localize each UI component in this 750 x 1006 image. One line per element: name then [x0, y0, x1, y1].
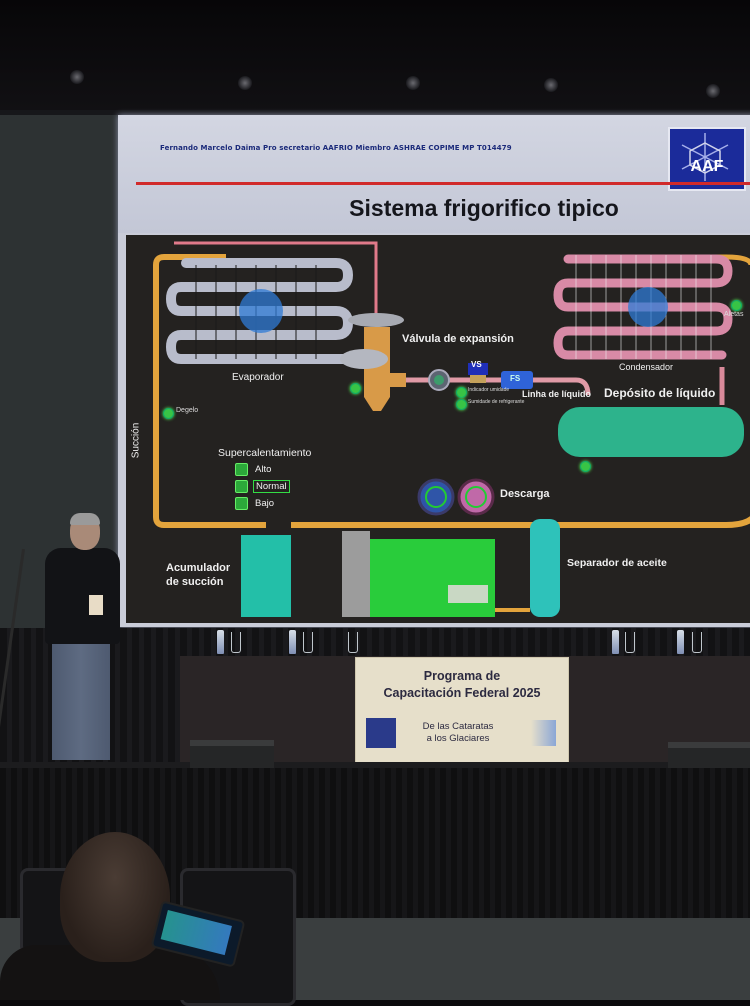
- condenser-inlet: [568, 254, 750, 266]
- label-condenser: Condensador: [619, 362, 674, 372]
- label-suction-accumulator: Acumulador de succión: [166, 561, 230, 589]
- valve-head: [348, 313, 404, 327]
- fs-filter: [501, 371, 533, 389]
- label-fs: FS: [510, 374, 521, 383]
- label-fins: Aletas: [724, 311, 744, 318]
- equalizer-line: [174, 241, 378, 315]
- superheat-low-indicator: [235, 497, 248, 510]
- accent-line: [136, 182, 750, 185]
- slide-title: Sistema frigorifico tipico: [349, 195, 619, 221]
- aaf-banner-logo: [366, 718, 396, 748]
- banner-subtitle: De las Cataratas a los Glaciares: [408, 721, 508, 745]
- indicator-dot: [731, 300, 742, 311]
- speaker-jeans: [52, 640, 110, 760]
- label-defrost: Degelo: [176, 407, 199, 414]
- banner-subtitle-line2: a los Glaciares: [426, 733, 490, 744]
- name-badge: [89, 595, 103, 615]
- water-bottle: [677, 630, 684, 654]
- projection-screen: Fernando Marcelo Daima Pro secretario AA…: [118, 115, 750, 627]
- wine-glass: [303, 632, 313, 653]
- liquid-line: [406, 377, 591, 396]
- water-bottle: [612, 630, 619, 654]
- label-accumulator-line1: Acumulador: [166, 562, 231, 574]
- refrigeration-diagram: Evaporador Válvula de expansión VS FS Li…: [126, 235, 750, 623]
- water-bottle: [217, 630, 224, 654]
- partner-logo: [506, 720, 556, 746]
- wine-glass: [231, 632, 241, 653]
- label-superheat-low: Bajo: [255, 498, 275, 509]
- banner-title: Programa de Capacitación Federal 2025: [356, 668, 568, 702]
- label-refrigerant-level: Sumidade de refrigerante: [468, 399, 525, 405]
- program-banner: Programa de Capacitación Federal 2025 De…: [355, 657, 569, 769]
- vs-valve: [468, 363, 488, 375]
- compressor: [370, 539, 495, 617]
- label-liquid-line: Linha de líquido: [522, 389, 591, 399]
- speaker-hair: [70, 513, 100, 525]
- label-expansion-valve: Válvula de expansión: [402, 333, 514, 345]
- snowflake-icon: [681, 133, 729, 181]
- condenser-fan: [628, 287, 668, 327]
- banner-title-line2: Capacitación Federal 2025: [383, 686, 541, 700]
- label-oil-separator: Separador de aceite: [567, 557, 667, 569]
- label-superheat-normal: Normal: [253, 480, 290, 493]
- label-superheat-high: Alto: [255, 464, 272, 475]
- indicator-dot: [163, 408, 174, 419]
- indicator-dot: [456, 387, 467, 398]
- label-vs: VS: [471, 360, 482, 369]
- label-suction: Succión: [130, 422, 142, 459]
- accumulator-tank: [241, 535, 291, 617]
- indicator-dot: [456, 399, 467, 410]
- stage-light: [406, 76, 420, 90]
- wine-glass: [625, 632, 635, 653]
- water-bottle: [289, 630, 296, 654]
- stage-light: [544, 78, 558, 92]
- label-superheat: Supercalentamiento: [218, 447, 312, 459]
- superheat-normal-indicator: [235, 480, 248, 493]
- banner-title-line1: Programa de: [423, 669, 501, 683]
- aaf-logo: AAF: [668, 127, 746, 191]
- logo-text: AAF: [690, 158, 724, 175]
- liquid-receiver-tank: [558, 407, 744, 457]
- label-evaporator: Evaporador: [232, 372, 284, 383]
- indicator-dot: [580, 461, 591, 472]
- valve-bulb: [340, 349, 388, 369]
- suction-line: [153, 254, 266, 528]
- stage-light: [238, 76, 252, 90]
- motor-housing: [342, 531, 370, 617]
- label-discharge: Descarga: [500, 488, 550, 500]
- slide-credit: Fernando Marcelo Daima Pro secretario AA…: [160, 144, 512, 152]
- wine-glass: [692, 632, 702, 653]
- oil-separator-tank: [530, 519, 560, 617]
- label-accumulator-line2: de succión: [166, 576, 224, 588]
- discharge-line: [291, 516, 750, 528]
- diagram-piping: [153, 241, 750, 617]
- indicator-dot: [350, 383, 361, 394]
- slide-header: Fernando Marcelo Daima Pro secretario AA…: [118, 115, 750, 233]
- banner-subtitle-line1: De las Cataratas: [422, 721, 494, 732]
- superheat-high-indicator: [235, 463, 248, 476]
- label-liquid-receiver: Depósito de líquido: [604, 386, 716, 400]
- label-moisture-indicator: Indicador umidade: [468, 387, 510, 393]
- speaker-torso: [45, 548, 120, 644]
- stage-light: [706, 84, 720, 98]
- stage-light: [70, 70, 84, 84]
- low-pressure-gauge: [417, 478, 455, 516]
- high-pressure-gauge: [457, 478, 495, 516]
- phone-screen: [160, 910, 232, 956]
- wine-glass: [348, 632, 358, 653]
- ceiling: [0, 0, 750, 120]
- evaporator-fan: [239, 289, 283, 333]
